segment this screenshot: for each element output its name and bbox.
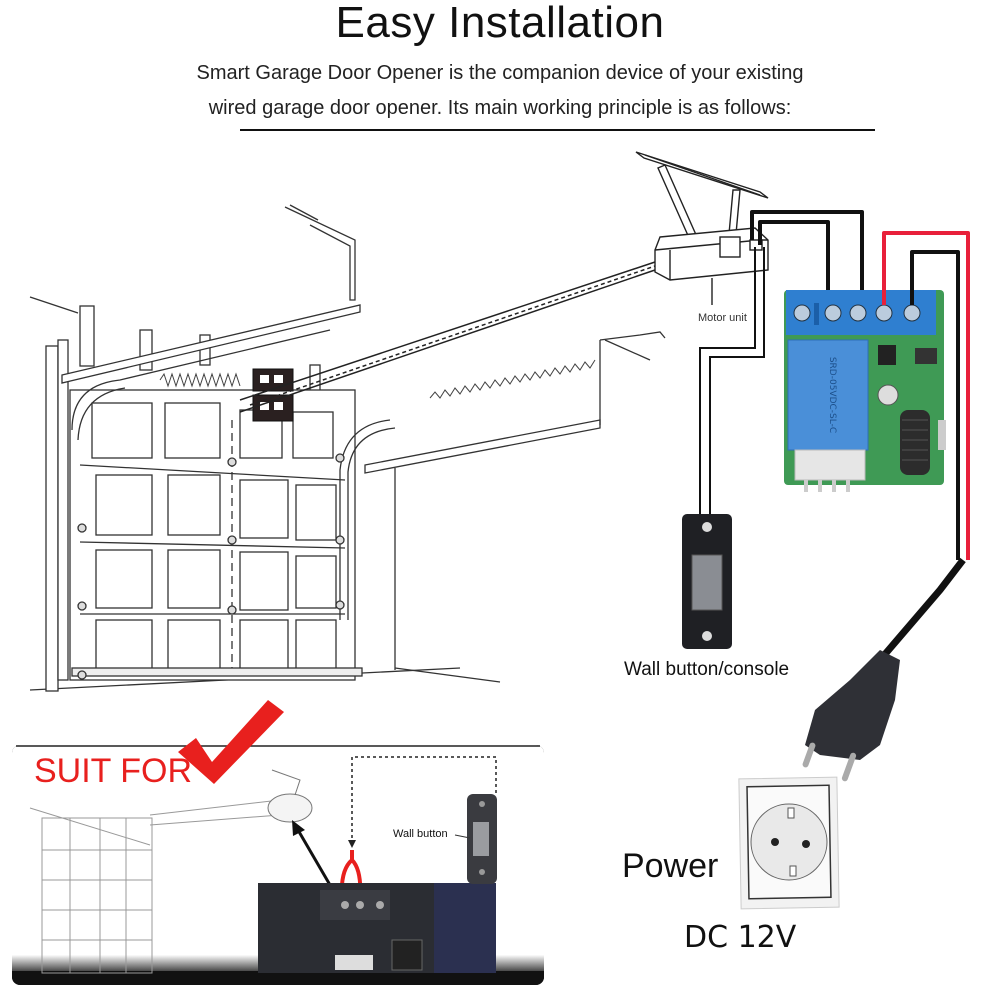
motor-unit-label: Motor unit — [698, 312, 747, 324]
wall-button-small-label: Wall button — [393, 828, 448, 840]
opener-rail — [239, 261, 656, 413]
title-underline — [240, 129, 875, 131]
power-label: Power — [622, 847, 719, 885]
motor-unit — [635, 151, 769, 305]
black-wire-pair — [750, 210, 864, 305]
power-plug — [802, 650, 900, 782]
voltage-label: DC 12V — [684, 920, 797, 955]
suit-for-panel-bottom-bar — [12, 971, 544, 985]
wall-button-console — [682, 514, 732, 649]
subtitle-line-2: wired garage door opener. Its main worki… — [208, 97, 792, 119]
power-wires — [877, 231, 970, 663]
wall-button-console-label: Wall button/console — [624, 659, 790, 680]
terminal-screws — [793, 303, 921, 325]
wall-socket — [738, 776, 840, 910]
relay-module: SRD-05VDC-SL-C — [784, 290, 946, 492]
subtitle-line-1: Smart Garage Door Opener is the companio… — [196, 62, 804, 84]
suit-for-label: SUIT FOR — [34, 752, 193, 790]
opener-trolley — [252, 368, 294, 422]
svg-text:SRD-05VDC-SL-C: SRD-05VDC-SL-C — [827, 357, 837, 433]
page-title: Easy Installation — [335, 0, 665, 47]
garage-door-illustration — [29, 204, 666, 692]
wall-button-wire — [699, 247, 765, 517]
